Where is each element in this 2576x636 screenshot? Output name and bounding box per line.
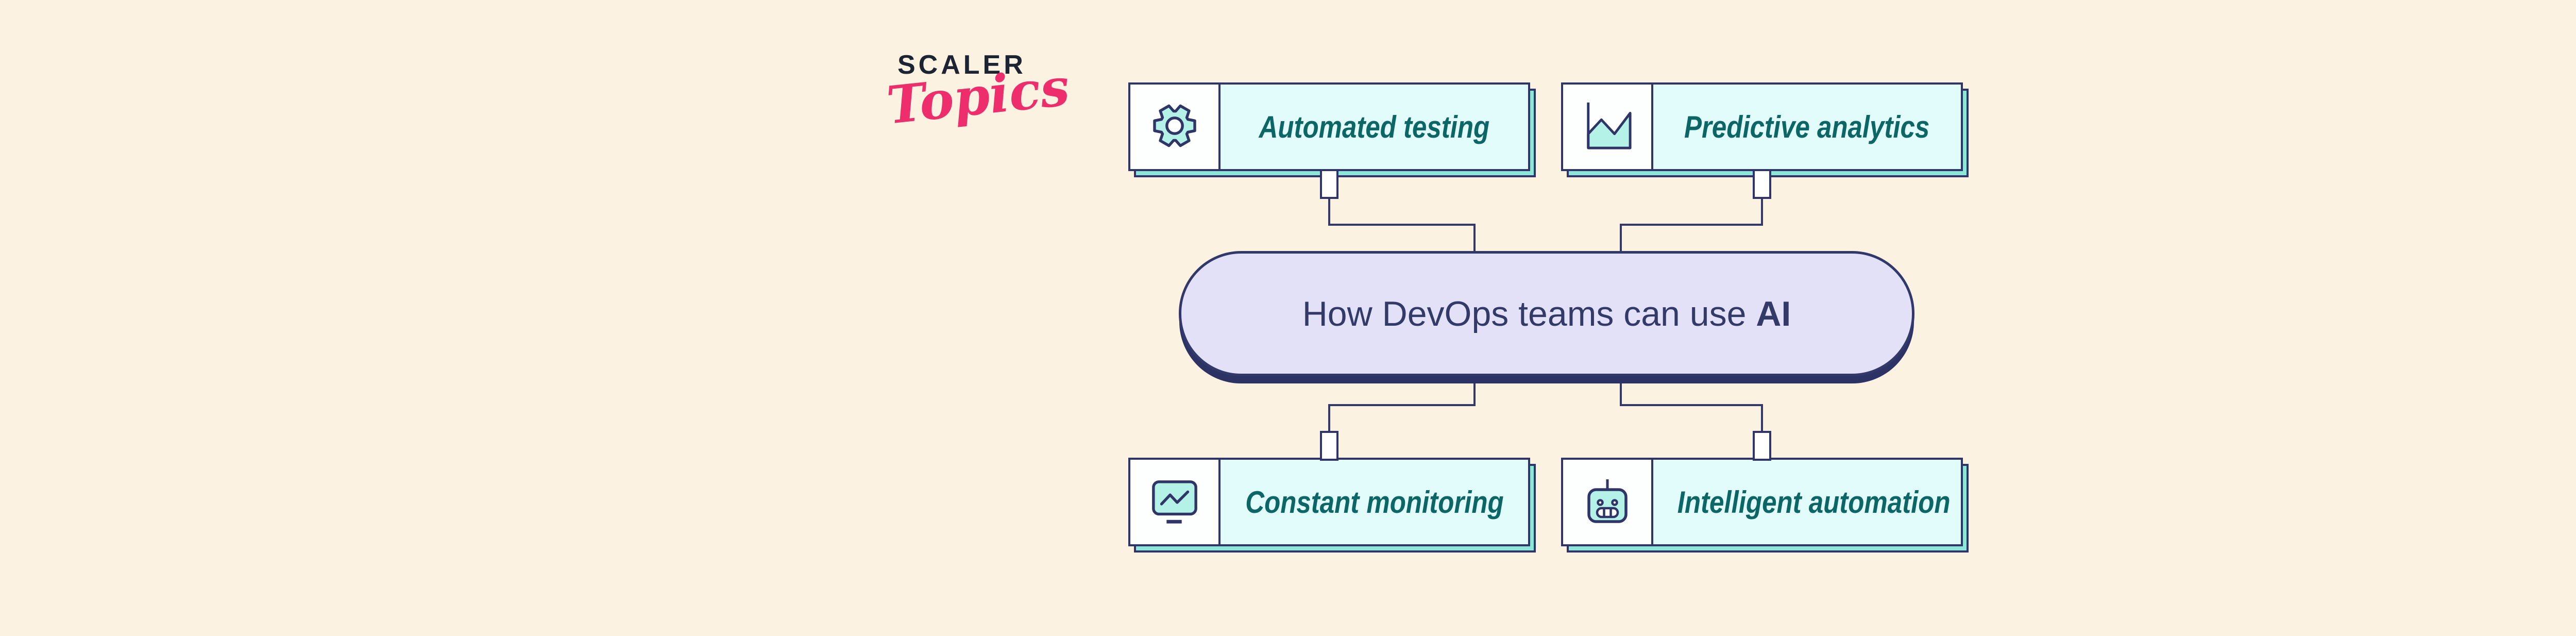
node-label-area: Automated testing: [1221, 85, 1528, 169]
node-label-area: Constant monitoring: [1221, 460, 1528, 544]
robot-icon: [1582, 475, 1633, 529]
monitor-icon: [1149, 476, 1200, 529]
connector-segment: [1328, 404, 1330, 433]
node-automated-testing: Automated testing: [1128, 82, 1536, 177]
node-label-area: Predictive analytics: [1653, 85, 1961, 169]
connector-tab-top-left: [1320, 169, 1338, 199]
connector-tab-bottom-right: [1753, 431, 1771, 461]
connector-segment: [1620, 224, 1622, 254]
node-label-area: Intelligent automation: [1653, 460, 1974, 544]
node-constant-monitoring: Constant monitoring: [1128, 458, 1536, 553]
connector-segment: [1328, 197, 1330, 226]
area-chart-icon: [1582, 101, 1633, 154]
node-body: Automated testing: [1128, 82, 1530, 171]
icon-panel: [1563, 85, 1653, 169]
connector-segment: [1620, 224, 1763, 226]
icon-panel: [1130, 460, 1221, 544]
center-title-prefix: How DevOps teams can use: [1302, 294, 1756, 333]
node-label: Intelligent automation: [1677, 484, 1951, 520]
gear-icon: [1149, 101, 1200, 154]
center-title-emphasis: AI: [1756, 294, 1791, 333]
connector-segment: [1328, 404, 1476, 406]
connector-segment: [1620, 380, 1622, 406]
icon-panel: [1130, 85, 1221, 169]
connector-segment: [1761, 197, 1763, 226]
scaler-topics-logo: SCALER Topics: [884, 49, 1072, 136]
connector-tab-bottom-left: [1320, 431, 1338, 461]
connector-tab-top-right: [1753, 169, 1771, 199]
node-body: Intelligent automation: [1561, 458, 1963, 546]
node-label: Automated testing: [1259, 109, 1490, 144]
node-body: Predictive analytics: [1561, 82, 1963, 171]
connector-segment: [1473, 380, 1476, 406]
connector-segment: [1761, 404, 1763, 433]
icon-panel: [1563, 460, 1653, 544]
node-label: Constant monitoring: [1245, 484, 1504, 520]
node-predictive-analytics: Predictive analytics: [1561, 82, 1969, 177]
center-title-pill: How DevOps teams can use AI: [1179, 251, 1914, 376]
logo-brand-text: SCALER: [897, 50, 1026, 80]
node-body: Constant monitoring: [1128, 458, 1530, 546]
center-title: How DevOps teams can use AI: [1302, 294, 1791, 334]
node-intelligent-automation: Intelligent automation: [1561, 458, 1969, 553]
connector-segment: [1328, 224, 1476, 226]
node-label: Predictive analytics: [1684, 109, 1930, 144]
connector-segment: [1473, 224, 1476, 254]
connector-segment: [1620, 404, 1763, 406]
